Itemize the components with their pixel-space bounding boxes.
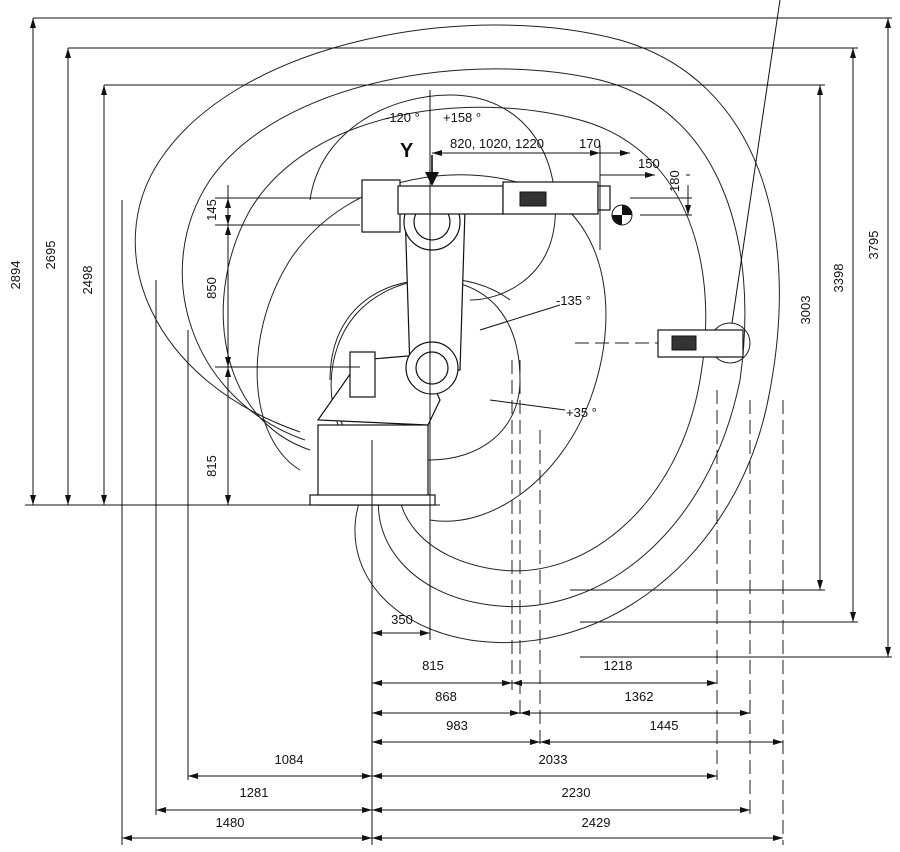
dim-3795: 3795	[866, 231, 881, 260]
axis-motor-pack	[361, 179, 401, 233]
angle-label-a1-pos: +158 °	[443, 110, 481, 125]
tcp-marker	[611, 204, 633, 226]
dim-2429: 2429	[582, 815, 611, 830]
angle-label-a3-pos: +35 °	[566, 405, 597, 420]
dim-868: 868	[435, 689, 457, 704]
wrist-arc	[309, 94, 556, 301]
dimension-lines	[30, 18, 891, 841]
axis2-hub	[415, 351, 449, 385]
wrist-alt-motor-block	[671, 335, 697, 351]
dim-2033: 2033	[539, 752, 568, 767]
dim-1445: 1445	[650, 718, 679, 733]
dim-150: 150	[638, 156, 660, 171]
dim-1362: 1362	[625, 689, 654, 704]
dim-2230: 2230	[562, 785, 591, 800]
dim-1281: 1281	[240, 785, 269, 800]
envelope-arc-2	[181, 68, 746, 607]
dim-1480: 1480	[216, 815, 245, 830]
wrist-alt-position	[657, 329, 744, 358]
dim-1218: 1218	[604, 658, 633, 673]
dim-3003: 3003	[798, 296, 813, 325]
tool-flange	[597, 185, 611, 211]
angle-leader-neg135	[479, 304, 561, 331]
dim-180: 180	[667, 170, 682, 192]
dim-850: 850	[204, 277, 219, 299]
wrist-motor-block	[519, 191, 547, 207]
y-axis-label: Y	[400, 140, 414, 162]
dim-3398: 3398	[831, 264, 846, 293]
envelope-arc-3	[222, 106, 707, 572]
dim-170: 170	[579, 136, 601, 151]
dim-350: 350	[391, 612, 413, 627]
dim-1084: 1084	[275, 752, 304, 767]
counterbalance	[349, 351, 376, 398]
arm-housing	[397, 185, 504, 215]
envelope-outer-arc	[134, 24, 780, 644]
dim-815: 815	[422, 658, 444, 673]
dim-2695: 2695	[43, 241, 58, 270]
dim-983: 983	[446, 718, 468, 733]
dim-arm-lengths: 820, 1020, 1220	[450, 136, 544, 151]
dim-815-vertical: 815	[204, 455, 219, 477]
reference-lines	[25, 17, 892, 845]
angle-label-a1-neg: -120 °	[385, 110, 420, 125]
dim-2498: 2498	[80, 266, 95, 295]
robot-base	[317, 424, 429, 506]
angle-label-a3-neg: -135 °	[556, 293, 591, 308]
leader-line	[731, 0, 781, 324]
y-axis-arrow-head	[425, 172, 439, 186]
angle-leader-pos35	[489, 399, 566, 411]
dim-145: 145	[204, 199, 219, 221]
robot-drawing	[309, 155, 744, 506]
wrist-unit	[502, 181, 599, 215]
dim-2894: 2894	[8, 261, 23, 290]
